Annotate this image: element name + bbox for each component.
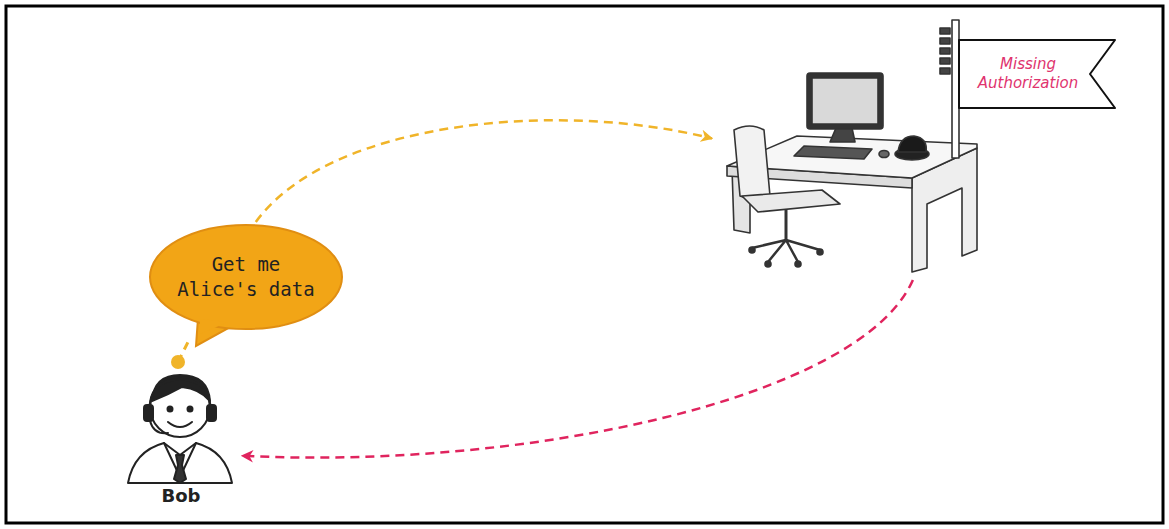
cap-crown — [898, 136, 926, 152]
server-desk: Missing Authorization — [712, 18, 1122, 280]
chair-wheel — [749, 247, 755, 253]
person-tie — [174, 455, 186, 483]
chair-pole — [785, 210, 788, 240]
headset-ear — [144, 405, 153, 421]
person-shoulders — [128, 443, 232, 483]
bubble-joint — [200, 319, 228, 334]
pole-mark — [940, 48, 950, 54]
monitor-frame — [807, 73, 883, 129]
speech-dot — [171, 355, 185, 369]
chair-wheel — [795, 261, 801, 267]
headset-ear — [207, 405, 216, 421]
person-eye — [188, 407, 193, 412]
chair-wheel — [817, 249, 823, 255]
monitor-screen — [812, 78, 878, 124]
monitor-stand — [830, 128, 855, 142]
flag-pole — [952, 20, 959, 158]
frame-border — [6, 6, 1163, 523]
person-eye — [168, 407, 173, 412]
pole-mark — [940, 68, 950, 74]
person-smile — [168, 422, 192, 427]
response-arrow — [242, 280, 913, 458]
bubble-text: Get me Alice's data — [170, 228, 322, 326]
bubble-body — [150, 225, 342, 329]
flag-cloth — [959, 40, 1115, 108]
person-node: Bob — [120, 355, 242, 510]
speech-bubble: Get me Alice's data — [148, 222, 344, 344]
chair-wheel — [765, 261, 771, 267]
pole-mark — [940, 28, 950, 34]
mouse — [879, 151, 889, 158]
chair-seat — [742, 190, 840, 212]
request-arrow — [256, 120, 712, 222]
headset-mic — [150, 421, 168, 433]
pole-mark — [940, 38, 950, 44]
flag-label: Missing Authorization — [962, 42, 1094, 106]
desk-illustration — [712, 18, 1122, 280]
keyboard — [794, 146, 872, 159]
headset-band — [150, 379, 210, 411]
chair-base — [752, 240, 820, 262]
pole-mark — [940, 58, 950, 64]
chair-back — [734, 126, 770, 199]
person-name: Bob — [120, 482, 242, 508]
